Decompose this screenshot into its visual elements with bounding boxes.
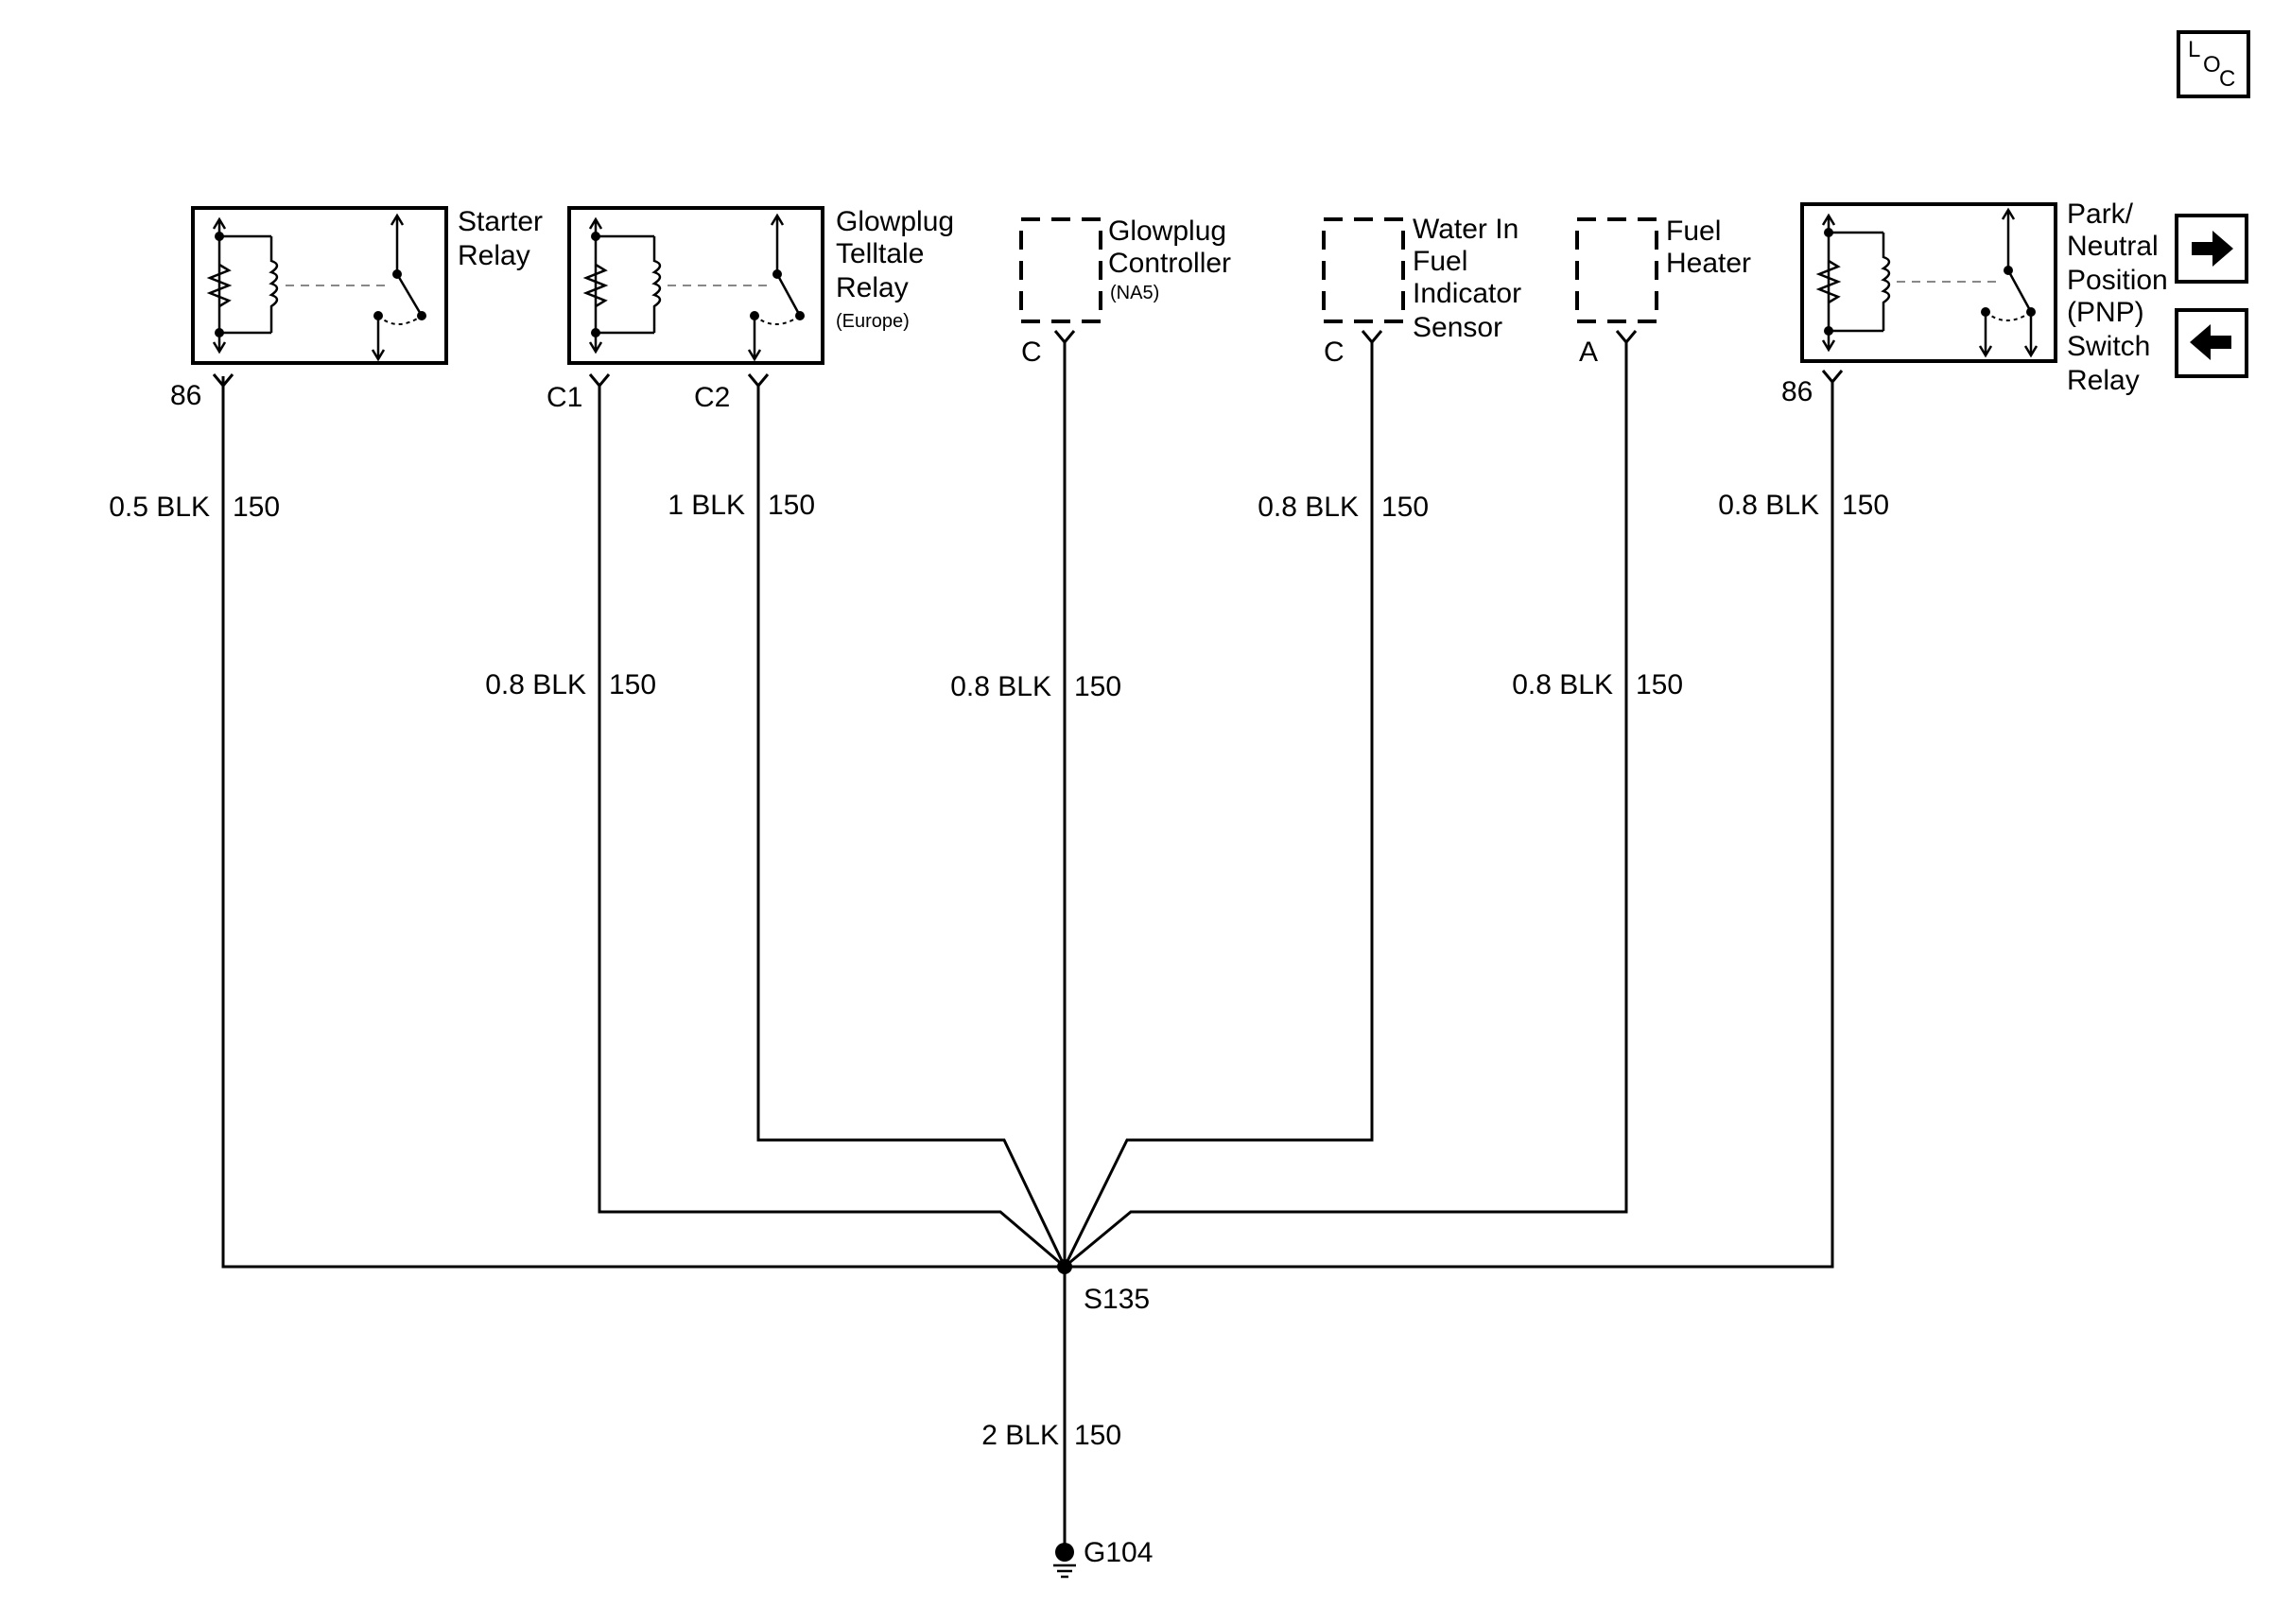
- wire-fuel-heater-circuit: 150: [1636, 669, 1683, 700]
- wif-sensor-label-2: Fuel: [1413, 246, 1467, 277]
- telltale-relay-label-3: Relay: [836, 272, 909, 303]
- wif-sensor-pin: C: [1324, 337, 1345, 368]
- wire-telltale-c2-gauge: 1 BLK: [668, 490, 745, 521]
- loc-letter-o: O: [2203, 52, 2221, 78]
- telltale-relay-pin-c2: C2: [694, 382, 730, 413]
- wire-fuel-heater: [1064, 342, 1628, 1269]
- wire-telltale-c2: [756, 386, 1067, 1268]
- arrow-right-icon: [2192, 231, 2233, 267]
- splice-label: S135: [1084, 1284, 1150, 1315]
- wire-controller-circuit: 150: [1074, 671, 1121, 702]
- starter-relay-label-2: Relay: [458, 240, 530, 271]
- glowplug-controller[interactable]: [1019, 217, 1102, 323]
- telltale-relay-pin-c1: C1: [547, 382, 582, 413]
- ground-label: G104: [1084, 1537, 1153, 1568]
- wire-starter-circuit: 150: [233, 492, 280, 523]
- loc-letter-l: L: [2188, 37, 2200, 62]
- controller-pin: C: [1021, 337, 1042, 368]
- wire-telltale-c1-circuit: 150: [609, 669, 656, 700]
- wif-sensor-label-3: Indicator: [1413, 278, 1521, 309]
- pnp-relay-label-5: Switch: [2067, 331, 2150, 362]
- wires: [221, 342, 1834, 1552]
- fuel-heater[interactable]: [1575, 217, 1658, 323]
- fuel-heater-label-1: Fuel: [1666, 216, 1721, 247]
- wire-starter-gauge: 0.5 BLK: [109, 492, 210, 523]
- wif-sensor-label-1: Water In: [1413, 214, 1518, 245]
- controller-label-1: Glowplug: [1108, 216, 1226, 247]
- loc-badge[interactable]: L O C: [2177, 30, 2250, 98]
- wire-ground-gauge: 2 BLK: [981, 1420, 1059, 1451]
- controller-note: (NA5): [1110, 283, 1159, 303]
- water-in-fuel-sensor[interactable]: [1322, 217, 1405, 323]
- wire-telltale-c1-gauge: 0.8 BLK: [485, 669, 586, 700]
- wire-pnp-gauge: 0.8 BLK: [1718, 490, 1819, 521]
- wire-wif-sensor: [1063, 342, 1374, 1268]
- starter-relay-pin: 86: [170, 380, 201, 411]
- loc-letter-c: C: [2219, 66, 2235, 92]
- wire-wif-sensor-circuit: 150: [1381, 492, 1429, 523]
- wire-starter: [221, 386, 1065, 1269]
- pnp-relay-label-4: (PNP): [2067, 297, 2144, 328]
- back-nav-button[interactable]: ←: [2175, 308, 2248, 378]
- glowplug-telltale-relay[interactable]: [567, 206, 824, 365]
- pnp-relay-pin: 86: [1781, 376, 1813, 407]
- pnp-relay-label-3: Position: [2067, 265, 2168, 296]
- forward-nav-button[interactable]: →: [2175, 214, 2248, 284]
- arrow-left-icon: [2190, 324, 2231, 360]
- telltale-relay-label-1: Glowplug: [836, 206, 954, 237]
- telltale-relay-label-2: Telltale: [836, 238, 924, 269]
- wire-pnp: [1065, 382, 1834, 1269]
- fuel-heater-label-2: Heater: [1666, 248, 1751, 279]
- wire-telltale-c1: [598, 386, 1066, 1269]
- controller-label-2: Controller: [1108, 248, 1231, 279]
- starter-relay-label-1: Starter: [458, 206, 543, 237]
- wif-sensor-label-4: Sensor: [1413, 312, 1502, 343]
- splice-s135[interactable]: [1057, 1259, 1072, 1274]
- pnp-switch-relay[interactable]: [1800, 202, 2057, 363]
- wire-wif-sensor-gauge: 0.8 BLK: [1258, 492, 1359, 523]
- wire-fuel-heater-gauge: 0.8 BLK: [1512, 669, 1613, 700]
- ground-icon[interactable]: [1053, 1543, 1076, 1579]
- pnp-relay-label-1: Park/: [2067, 199, 2134, 230]
- starter-relay[interactable]: [191, 206, 448, 365]
- wire-telltale-c2-circuit: 150: [768, 490, 815, 521]
- wire-ground-circuit: 150: [1074, 1420, 1121, 1451]
- wire-pnp-circuit: 150: [1842, 490, 1889, 521]
- wire-controller-gauge: 0.8 BLK: [950, 671, 1051, 702]
- pnp-relay-label-6: Relay: [2067, 365, 2140, 396]
- telltale-relay-note: (Europe): [836, 311, 910, 332]
- pnp-relay-label-2: Neutral: [2067, 231, 2159, 262]
- fuel-heater-pin: A: [1579, 337, 1598, 368]
